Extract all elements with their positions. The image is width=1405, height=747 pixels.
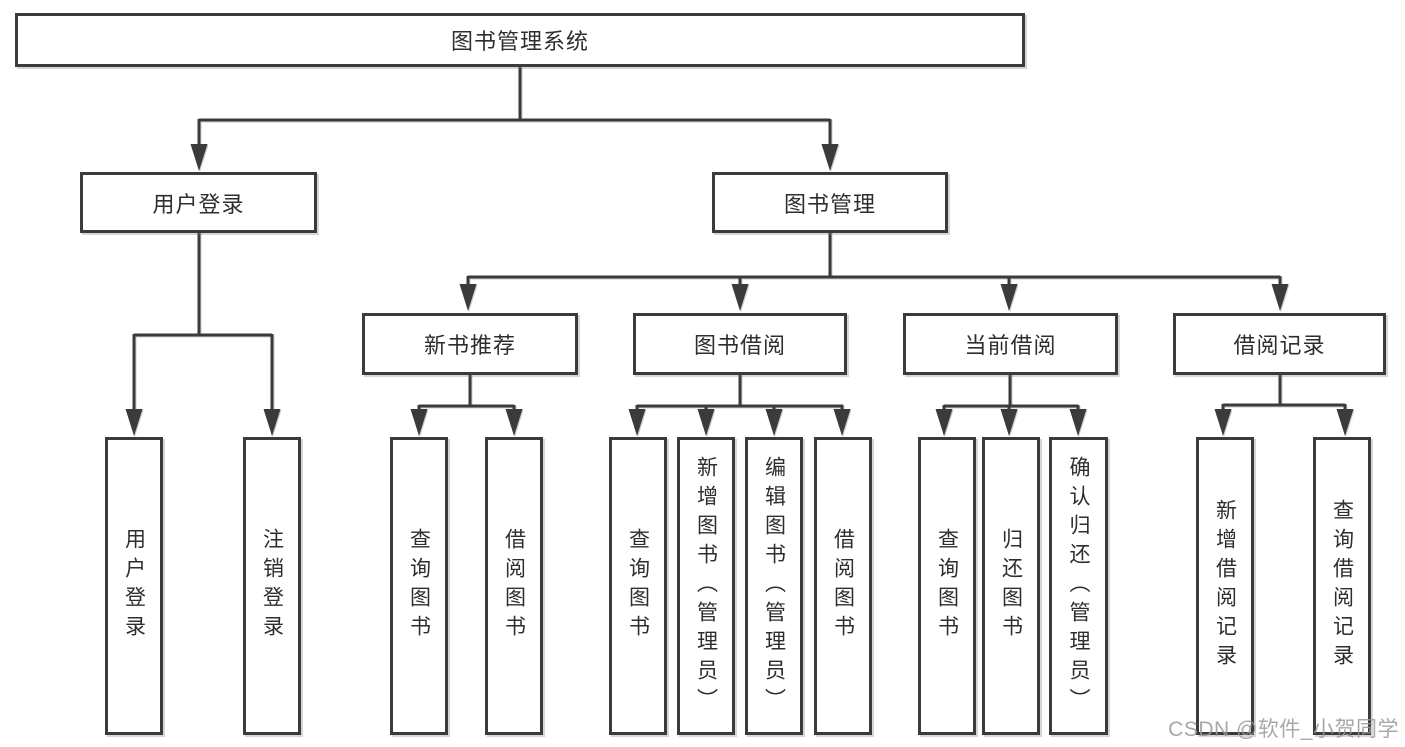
leaf-query-borrow-record: 查询借阅记录 [1313, 437, 1371, 735]
leaf-user-login-label: 用户登录 [122, 528, 146, 644]
arrowheads [125, 144, 1354, 436]
node-book-borrow-label: 图书借阅 [693, 333, 786, 358]
leaf-confirm-return-admin: 确认归还（管理员） [1049, 437, 1108, 735]
leaf-newbook-query-books-label: 查询图书 [407, 528, 431, 644]
leaf-query-borrow-record-label: 查询借阅记录 [1330, 499, 1354, 673]
leaf-edit-books-admin: 编辑图书（管理员） [745, 437, 803, 735]
leaf-newbook-query-books: 查询图书 [390, 437, 448, 735]
leaf-return-books-label: 归还图书 [999, 528, 1023, 644]
leaf-logout: 注销登录 [243, 437, 301, 735]
leaf-user-login: 用户登录 [105, 437, 163, 735]
leaf-return-books: 归还图书 [982, 437, 1040, 735]
leaf-borrow-query-books: 查询图书 [609, 437, 667, 735]
leaf-current-query-books-label: 查询图书 [935, 528, 959, 644]
leaf-newbook-borrow-books-label: 借阅图书 [502, 528, 526, 644]
leaf-current-query-books: 查询图书 [918, 437, 976, 735]
csdn-watermark: CSDN @软件_小贺同学 [1168, 718, 1399, 741]
node-root-library-system: 图书管理系统 [15, 13, 1025, 67]
node-user-login: 用户登录 [80, 172, 317, 233]
leaf-edit-books-admin-label: 编辑图书（管理员） [762, 455, 786, 717]
leaf-borrow-books: 借阅图书 [814, 437, 872, 735]
leaf-add-books-admin: 新增图书（管理员） [677, 437, 735, 735]
leaf-borrow-books-label: 借阅图书 [831, 528, 855, 644]
node-current-borrow: 当前借阅 [903, 313, 1118, 375]
leaf-newbook-borrow-books: 借阅图书 [485, 437, 543, 735]
node-root-label: 图书管理系统 [450, 29, 589, 54]
node-new-book-recommend-label: 新书推荐 [423, 333, 516, 358]
node-borrow-records-label: 借阅记录 [1233, 333, 1326, 358]
node-book-management-label: 图书管理 [783, 191, 876, 217]
node-book-borrow: 图书借阅 [633, 313, 847, 375]
leaf-add-books-admin-label: 新增图书（管理员） [694, 455, 718, 717]
node-user-login-label: 用户登录 [152, 191, 245, 217]
node-current-borrow-label: 当前借阅 [964, 333, 1057, 358]
leaf-borrow-query-books-label: 查询图书 [626, 528, 650, 644]
node-borrow-records: 借阅记录 [1173, 313, 1386, 375]
node-new-book-recommend: 新书推荐 [362, 313, 578, 375]
leaf-add-borrow-record: 新增借阅记录 [1196, 437, 1254, 735]
leaf-add-borrow-record-label: 新增借阅记录 [1213, 499, 1237, 673]
node-book-management: 图书管理 [712, 172, 948, 233]
leaf-confirm-return-admin-label: 确认归还（管理员） [1067, 455, 1090, 717]
leaf-logout-label: 注销登录 [260, 528, 284, 644]
